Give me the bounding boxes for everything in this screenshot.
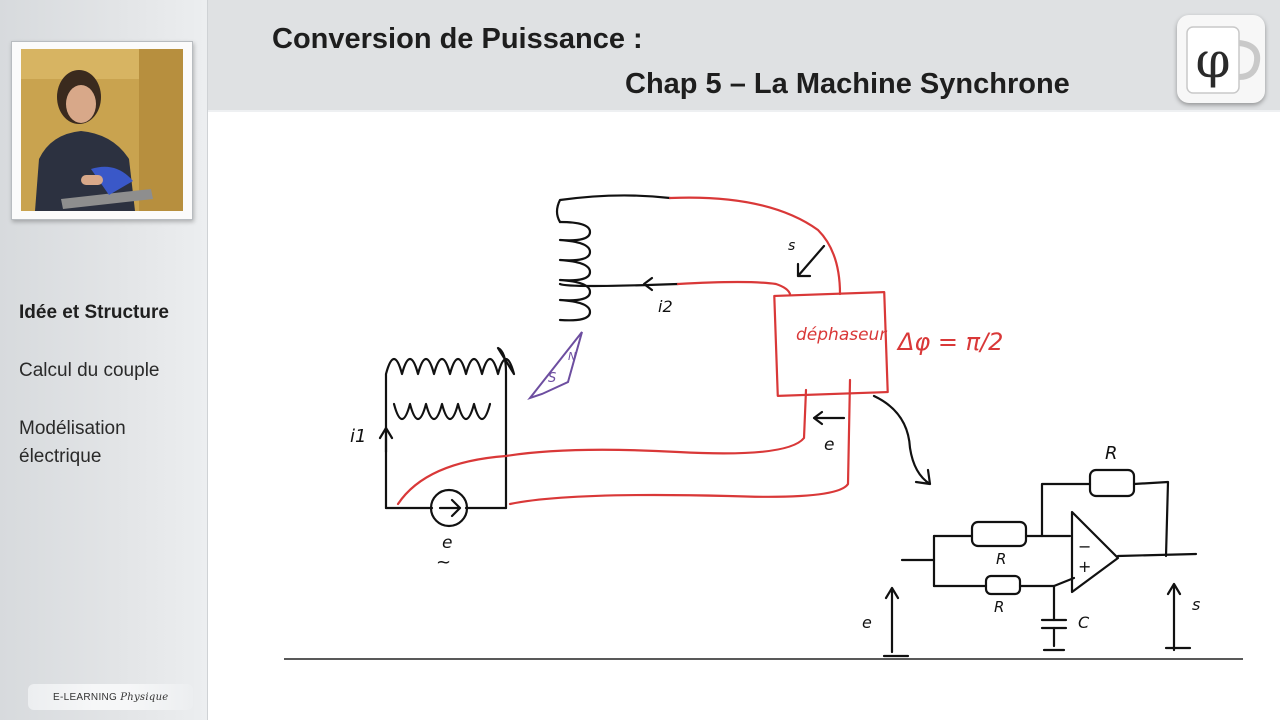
slide-header	[208, 0, 1280, 112]
nav-item-label: Idée et Structure	[19, 302, 169, 323]
coil-2	[555, 194, 680, 322]
label-e-arrow: e	[824, 435, 834, 455]
magnet-rotor	[527, 331, 583, 401]
label-minus: −	[1078, 537, 1091, 556]
label-r-mid: R	[996, 550, 1006, 568]
brand-script: Physique	[120, 692, 169, 703]
nav-item-calcul-couple[interactable]: Calcul du couple	[19, 357, 199, 385]
label-s-pole: S	[548, 371, 556, 386]
label-tilde: ~	[436, 552, 451, 573]
coil-1	[378, 346, 516, 510]
red-wiring	[396, 196, 889, 506]
brand-main: E-LEARNING	[53, 692, 118, 703]
ac-source-icon	[429, 488, 469, 528]
whiteboard-drawing: i2 i1 e ~ S N déphaseur Δφ = π/2 s e	[284, 194, 1243, 660]
label-r-low: R	[994, 598, 1004, 616]
nav-item-label: Modélisation électrique	[19, 418, 126, 467]
label-n-pole: N	[568, 350, 576, 363]
phi-glyph: φ	[1195, 31, 1231, 89]
label-delta-phi: Δφ = π/2	[896, 328, 1003, 356]
label-plus: +	[1078, 557, 1091, 576]
label-s-arrow: s	[788, 238, 795, 254]
label-i1: i1	[350, 426, 366, 447]
slide-title-line2: Chap 5 – La Machine Synchrone	[625, 68, 1070, 100]
label-dephaseur: déphaseur	[796, 325, 887, 345]
phi-mug-icon: φ	[1177, 15, 1265, 103]
sidebar: Idée et Structure Calcul du couple Modél…	[0, 0, 208, 720]
webcam-video	[11, 41, 193, 220]
label-e-in: e	[862, 613, 872, 632]
nav-item-modelisation-electrique[interactable]: Modélisation électrique	[19, 415, 199, 471]
label-s-out: s	[1192, 595, 1200, 614]
nav-item-label: Calcul du couple	[19, 360, 160, 381]
label-source-e: e	[442, 533, 452, 553]
label-i2: i2	[658, 297, 673, 316]
nav-item-idee-structure[interactable]: Idée et Structure	[19, 299, 199, 327]
opamp-circuit	[882, 468, 1198, 658]
presenter-image	[21, 49, 183, 211]
label-c: C	[1078, 613, 1090, 632]
label-r-top: R	[1105, 443, 1118, 464]
brand-logo: E-LEARNING Physique	[28, 684, 193, 710]
slide-title-line1: Conversion de Puissance :	[272, 23, 643, 55]
